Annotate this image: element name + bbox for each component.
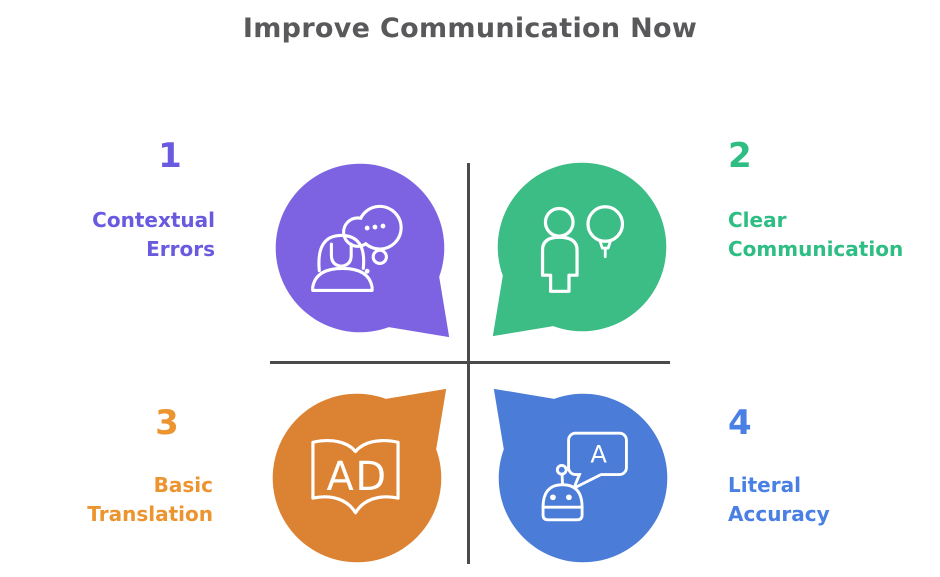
quadrant-3-number: 3 <box>155 403 179 443</box>
person-balloon-icon <box>540 205 625 293</box>
label-line: Contextual <box>92 208 215 232</box>
book-letter-a: A <box>327 454 354 500</box>
label-line: Literal <box>728 473 801 497</box>
speech-bubble-orange <box>272 388 447 563</box>
quadrant-1-number: 1 <box>158 136 182 176</box>
divider-horizontal <box>270 361 670 364</box>
label-line: Communication <box>728 237 904 261</box>
robot-chat-icon: A <box>541 431 628 522</box>
book-letter-d: D <box>355 454 386 500</box>
quadrant-3-label: Basic Translation <box>0 471 213 529</box>
label-line: Basic <box>153 473 213 497</box>
speech-bubble-green <box>492 162 667 337</box>
quadrant-4-number: 4 <box>728 403 752 443</box>
quadrant-2-label: Clear Communication <box>728 206 938 264</box>
woman-thinking-icon <box>311 204 403 292</box>
quadrant-1-label: Contextual Errors <box>0 206 215 264</box>
label-line: Accuracy <box>728 502 830 526</box>
label-line: Clear <box>728 208 787 232</box>
quadrant-2-number: 2 <box>728 136 752 176</box>
label-line: Errors <box>146 237 215 261</box>
open-book-ad-icon: A D <box>311 439 400 515</box>
chat-letter-a: A <box>590 441 607 469</box>
page-title: Improve Communication Now <box>242 13 698 44</box>
quadrant-4-label: Literal Accuracy <box>728 471 938 529</box>
label-line: Translation <box>87 502 213 526</box>
